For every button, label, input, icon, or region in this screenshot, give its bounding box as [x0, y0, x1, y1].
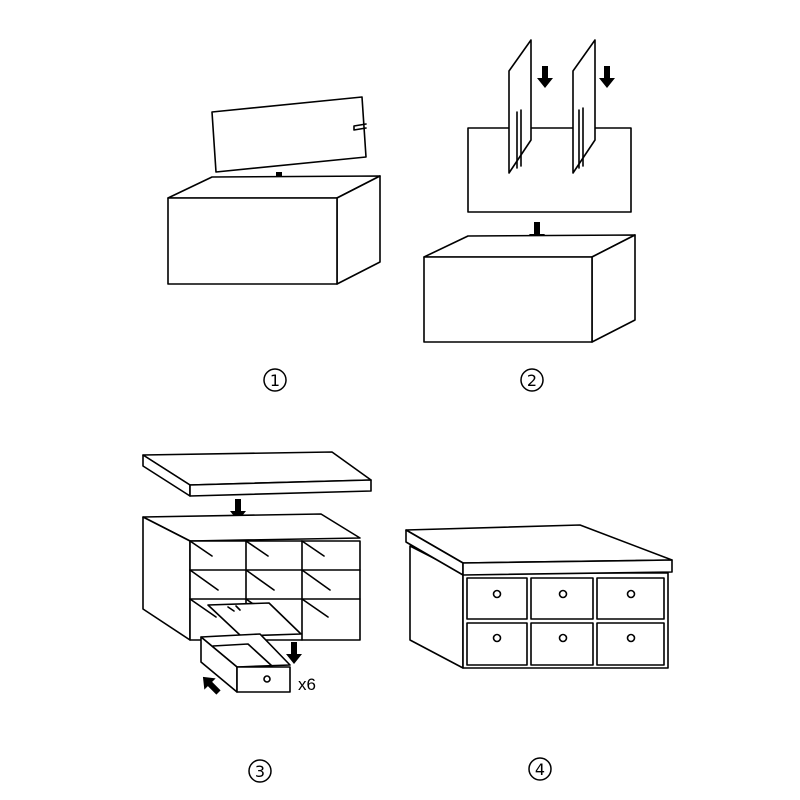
open-box — [167, 175, 381, 285]
divider-panel-large — [467, 127, 632, 213]
drawer-fronts — [466, 577, 665, 666]
knob-icon — [558, 589, 568, 599]
step-2: 2 — [423, 39, 636, 392]
divider-panel — [211, 96, 367, 173]
down-arrow-icon — [286, 642, 302, 664]
knob-icon — [492, 633, 502, 643]
compartment-box — [142, 513, 361, 641]
drawer-panel — [207, 602, 302, 637]
step-2-marker: 2 — [520, 368, 544, 392]
knob-icon — [626, 633, 636, 643]
step-3: x6 3 — [142, 451, 372, 783]
step-4-marker: 4 — [528, 757, 552, 781]
step-3-number: 3 — [255, 762, 265, 781]
step-2-number: 2 — [527, 371, 537, 390]
knob-icon — [492, 589, 502, 599]
knob-icon — [558, 633, 568, 643]
down-arrow-icon — [599, 66, 615, 88]
knob-icon — [626, 589, 636, 599]
step-1: 1 — [167, 96, 381, 392]
quantity-label: x6 — [298, 675, 316, 694]
step-4: 4 — [405, 524, 673, 781]
knob-icon — [263, 675, 271, 683]
step-1-number: 1 — [270, 371, 280, 390]
step-4-number: 4 — [535, 760, 545, 779]
open-box — [423, 234, 636, 343]
closed-lid — [405, 524, 673, 576]
slotted-divider-right — [572, 39, 596, 174]
step-3-marker: 3 — [248, 759, 272, 783]
down-arrow-icon — [537, 66, 553, 88]
step-1-marker: 1 — [263, 368, 287, 392]
drawer — [200, 633, 291, 693]
lid — [142, 451, 372, 497]
slotted-divider-left — [508, 39, 532, 174]
